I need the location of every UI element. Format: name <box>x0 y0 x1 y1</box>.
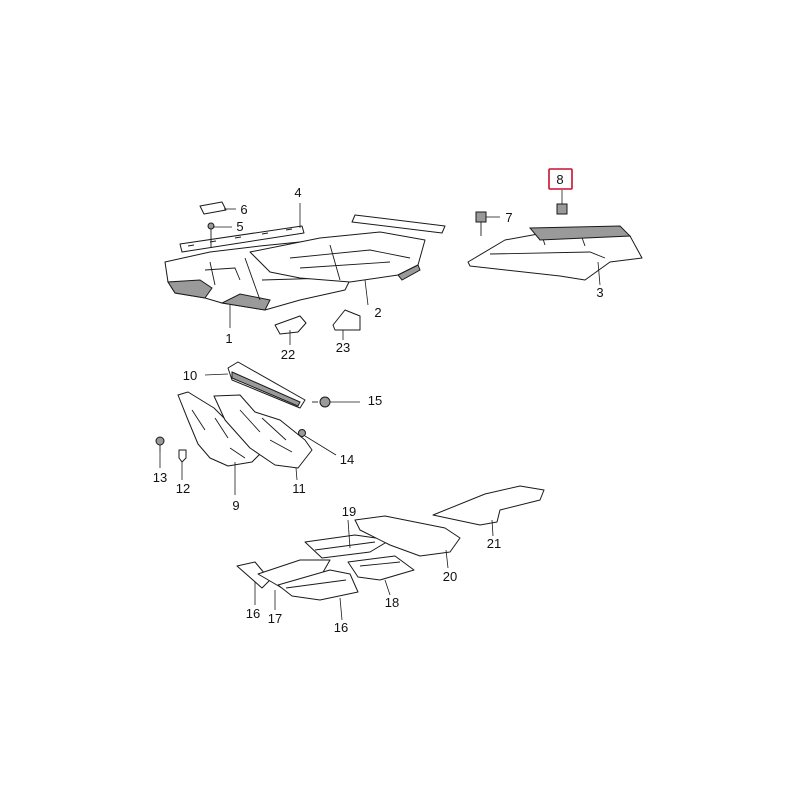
callout-7[interactable]: 7 <box>505 210 512 225</box>
callout-10[interactable]: 10 <box>183 368 197 383</box>
callout-6[interactable]: 6 <box>240 202 247 217</box>
part-22-bracket <box>274 315 307 335</box>
leader-lines <box>159 190 601 621</box>
callout-19[interactable]: 19 <box>342 504 356 519</box>
callout-22[interactable]: 22 <box>281 347 295 362</box>
part-18-mat <box>347 555 415 581</box>
part-7-clip <box>475 211 487 236</box>
callout-12[interactable]: 12 <box>176 481 190 496</box>
callout-18[interactable]: 18 <box>385 595 399 610</box>
part-13-clip <box>155 436 165 452</box>
part-19-mat <box>304 534 391 559</box>
part-15-clip <box>312 396 331 408</box>
callout-3[interactable]: 3 <box>596 285 603 300</box>
part-11-insulation <box>213 394 313 469</box>
part-rear-strip <box>351 214 446 234</box>
callout-16-left[interactable]: 16 <box>246 606 260 621</box>
part-3-trunk-carpet <box>467 225 643 281</box>
callout-8[interactable]: 8 <box>556 172 563 187</box>
callout-1[interactable]: 1 <box>225 331 232 346</box>
part-8-clip <box>556 203 568 215</box>
part-9-firewall-insulation <box>177 391 263 467</box>
part-10-cowl-insulation <box>227 361 306 409</box>
part-17-mat <box>257 559 331 589</box>
part-6-cover <box>199 201 227 215</box>
callout-15[interactable]: 15 <box>368 393 382 408</box>
part-12-clip <box>178 449 187 463</box>
part-21-mat <box>432 485 545 526</box>
part-20-mat <box>354 515 461 557</box>
part-16-mat-right <box>277 569 359 601</box>
part-23-bracket <box>332 309 361 331</box>
callout-23[interactable]: 23 <box>336 340 350 355</box>
part-2-rear-floor-carpet <box>249 231 426 283</box>
callout-4[interactable]: 4 <box>294 185 301 200</box>
callout-11[interactable]: 11 <box>292 481 306 496</box>
callout-16-right[interactable]: 16 <box>334 620 348 635</box>
callout-17[interactable]: 17 <box>268 611 282 626</box>
callout-9[interactable]: 9 <box>232 498 239 513</box>
callout-20[interactable]: 20 <box>443 569 457 584</box>
callout-5[interactable]: 5 <box>236 219 243 234</box>
callout-labels: 1 2 3 4 5 6 7 8 9 10 11 12 13 14 15 16 1… <box>153 172 604 635</box>
callout-13[interactable]: 13 <box>153 470 167 485</box>
callout-8-highlight-box <box>548 168 573 190</box>
part-14-clip <box>298 429 306 437</box>
callout-21[interactable]: 21 <box>487 536 501 551</box>
part-5-clip <box>207 222 215 248</box>
callout-14[interactable]: 14 <box>340 452 354 467</box>
callout-2[interactable]: 2 <box>374 305 381 320</box>
